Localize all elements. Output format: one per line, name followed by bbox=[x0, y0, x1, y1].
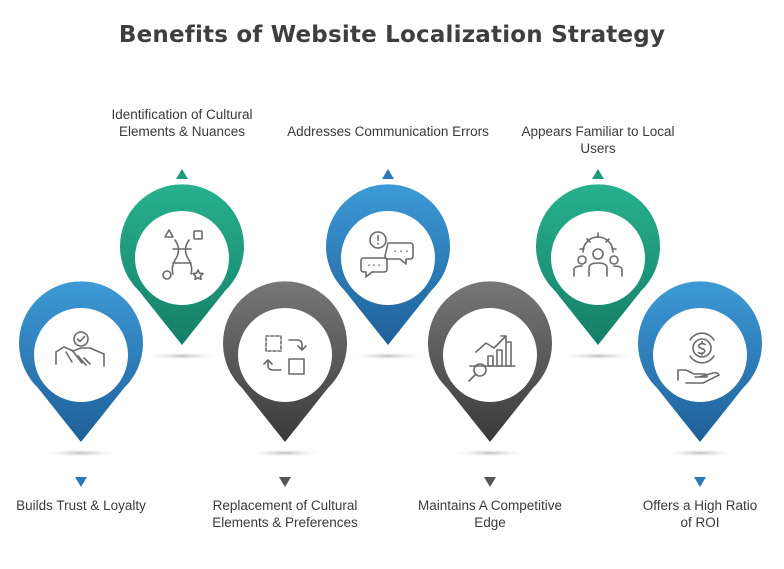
pin-communication bbox=[325, 184, 451, 360]
users-gear-icon bbox=[573, 232, 623, 277]
arrow-down-icon bbox=[75, 477, 87, 487]
dollar-hand-icon bbox=[677, 332, 720, 384]
arrow-up-icon bbox=[176, 169, 188, 179]
cultural-elements-icon bbox=[162, 229, 204, 281]
arrow-down-icon bbox=[484, 477, 496, 487]
label-high-roi: Offers a High Ratio of ROI bbox=[642, 498, 758, 530]
replace-icon bbox=[263, 335, 307, 375]
label-cultural-replacement: Replacement of Cultural Elements & Prefe… bbox=[212, 498, 358, 530]
pin-high-roi bbox=[637, 281, 762, 457]
pin-competitive-edge bbox=[428, 281, 552, 457]
growth-chart-icon bbox=[468, 335, 516, 382]
pin-cultural-identification bbox=[120, 184, 244, 360]
chat-bubbles-icon bbox=[360, 231, 414, 278]
label-builds-trust: Builds Trust & Loyalty bbox=[16, 498, 146, 513]
label-familiar-local: Appears Familiar to Local Users bbox=[521, 124, 675, 156]
diagram-title: Benefits of Website Localization Strateg… bbox=[118, 22, 666, 48]
handshake-icon bbox=[55, 331, 105, 367]
pin-builds-trust bbox=[18, 281, 143, 457]
label-communication: Addresses Communication Errors bbox=[287, 124, 489, 139]
arrow-up-icon bbox=[382, 169, 394, 179]
label-cultural-identification: Identification of Cultural Elements & Nu… bbox=[111, 107, 253, 139]
arrow-down-icon bbox=[694, 477, 706, 487]
pin-cultural-replacement bbox=[222, 281, 347, 457]
label-competitive-edge: Maintains A Competitive Edge bbox=[417, 498, 563, 530]
arrow-up-icon bbox=[592, 169, 604, 179]
arrow-down-icon bbox=[279, 477, 291, 487]
pin-familiar-local bbox=[536, 184, 660, 360]
